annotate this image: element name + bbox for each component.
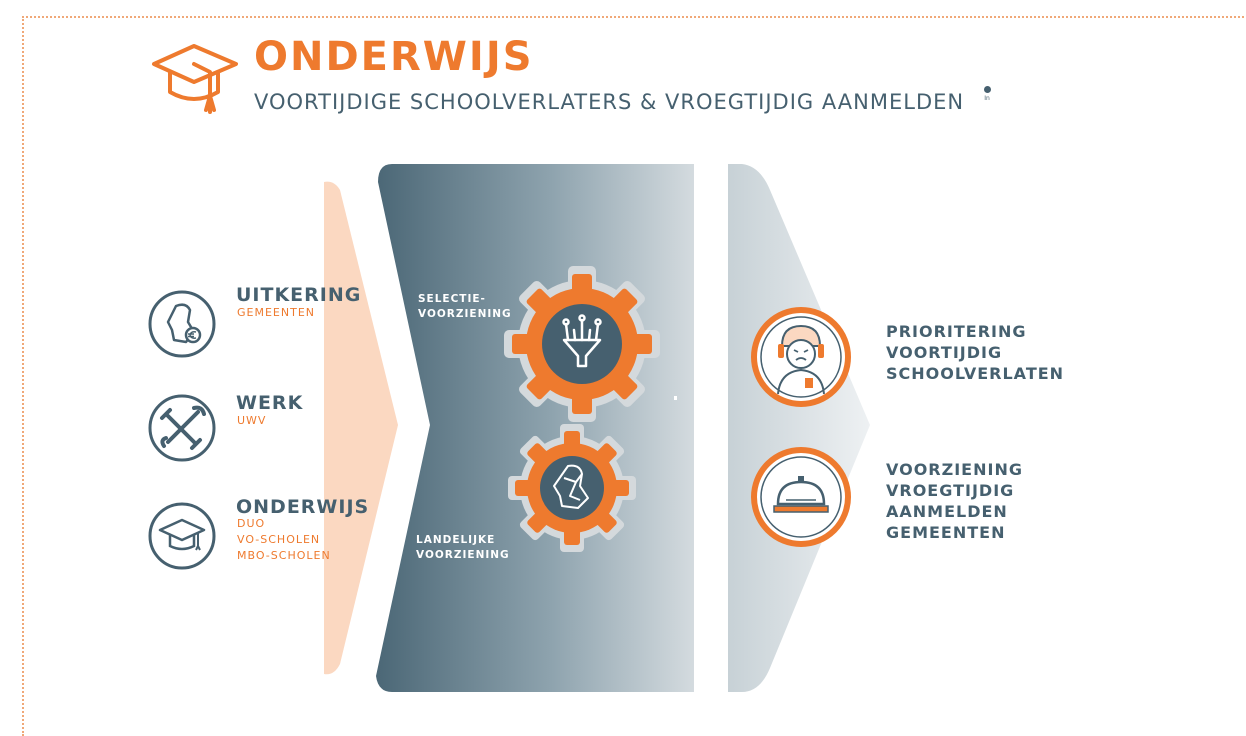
footnote-text: In xyxy=(984,95,990,102)
source-label-onderwijs: ONDERWIJS xyxy=(236,496,370,518)
tools-icon xyxy=(148,394,216,462)
footnote-dot xyxy=(983,86,991,93)
map-network-gear-icon xyxy=(508,424,636,552)
netherlands-map-euro-icon xyxy=(148,290,216,358)
source-sub-list: DUO VO-SCHOLEN MBO-SCHOLEN xyxy=(237,516,331,564)
filter-funnel-gear-icon xyxy=(504,266,660,422)
source-label-uitkering: UITKERING xyxy=(236,284,362,306)
output-label-prioritering-line2: VOORTIJDIG xyxy=(886,343,1003,362)
input-chevron xyxy=(324,181,398,675)
person-headset-icon xyxy=(751,307,851,407)
output-label-prioritering-line1: PRIORITERING xyxy=(886,322,1027,341)
source-label-werk: WERK xyxy=(236,392,304,414)
output-label-prioritering: PRIORITERING VOORTIJDIG SCHOOLVERLATEN xyxy=(886,321,1064,384)
page-subtitle: VOORTIJDIGE SCHOOLVERLATERS & VROEGTIJDI… xyxy=(254,90,965,114)
stage-label-landelijke: LANDELIJKE VOORZIENING xyxy=(416,533,510,563)
stage-label-selectie-line1: SELECTIE- xyxy=(418,293,486,305)
source-sub-vo-scholen: VO-SCHOLEN xyxy=(237,533,321,546)
output-label-voorziening: VOORZIENING VROEGTIJDIG AANMELDEN GEMEEN… xyxy=(886,459,1023,543)
dotted-frame xyxy=(22,16,1246,736)
page-title: ONDERWIJS xyxy=(254,34,534,80)
graduation-cap-small-icon xyxy=(148,502,216,570)
source-sub-gemeenten: GEMEENTEN xyxy=(237,306,315,319)
source-sub-uwv: UWV xyxy=(237,414,267,427)
stage-label-landelijke-line2: VOORZIENING xyxy=(416,549,510,561)
output-label-voorziening-line2: VROEGTIJDIG xyxy=(886,481,1015,500)
source-sub-duo: DUO xyxy=(237,517,266,530)
output-label-prioritering-line3: SCHOOLVERLATEN xyxy=(886,364,1065,383)
source-sub-mbo-scholen: MBO-SCHOLEN xyxy=(237,549,331,562)
graduation-cap-icon xyxy=(152,44,238,114)
footnote-marker: In xyxy=(980,86,994,103)
stage-label-selectie-line2: VOORZIENING xyxy=(418,308,512,320)
stage-label-landelijke-line1: LANDELIJKE xyxy=(416,534,496,546)
output-label-voorziening-line3: AANMELDEN xyxy=(886,502,1008,521)
output-arrow xyxy=(728,164,870,692)
stage-label-selectie: SELECTIE- VOORZIENING xyxy=(418,292,512,322)
output-label-voorziening-line1: VOORZIENING xyxy=(886,460,1023,479)
output-label-voorziening-line4: GEMEENTEN xyxy=(886,523,1006,542)
service-bell-icon xyxy=(751,447,851,547)
